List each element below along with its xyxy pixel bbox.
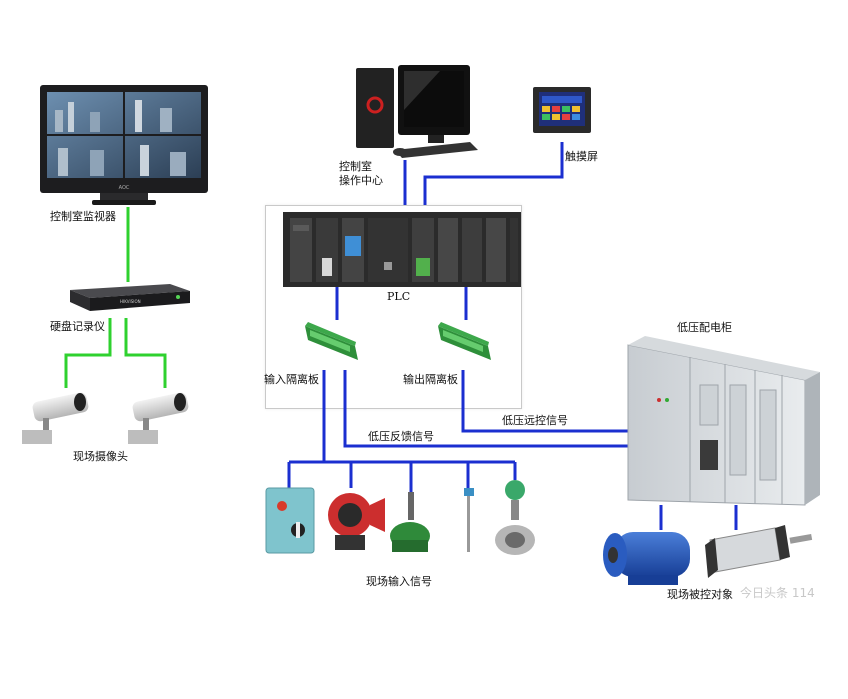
output-board-icon	[438, 322, 491, 360]
lv-cabinet-label: 低压配电柜	[677, 321, 732, 334]
temperature-sensor-icon	[464, 488, 474, 552]
plc-rack-icon	[283, 212, 521, 287]
field-controlled-label: 现场被控对象	[667, 588, 733, 601]
actuator-icon	[705, 525, 813, 578]
lv-cabinet-icon	[627, 336, 820, 506]
dvr-brand: HIKVISION	[120, 299, 141, 304]
dvr-label: 硬盘记录仪	[50, 320, 105, 333]
lv-remote-link	[461, 370, 630, 433]
field-input-label: 现场输入信号	[366, 575, 432, 588]
lv-feedback-label: 低压反馈信号	[368, 430, 434, 443]
input-board-icon	[305, 322, 358, 360]
touchscreen-icon	[533, 87, 591, 133]
camera-right-icon	[128, 392, 189, 444]
limit-switch-icon	[390, 492, 430, 552]
control-box-icon	[265, 487, 315, 554]
touchscreen-label: 触摸屏	[565, 150, 598, 163]
lv-feedback-link	[343, 370, 630, 448]
monitor-icon: AOC	[40, 85, 208, 205]
green-links	[64, 207, 167, 388]
touchscreen-plc-link	[423, 142, 564, 205]
blue-links	[287, 142, 738, 530]
monitor-brand: AOC	[119, 185, 130, 191]
pull-switch-icon	[328, 493, 385, 550]
dvr-camera-left-link	[64, 318, 112, 388]
camera-label: 现场摄像头	[73, 450, 128, 463]
lv-remote-label: 低压远控信号	[502, 414, 568, 427]
monitor-label: 控制室监视器	[50, 210, 116, 223]
workstation-icon	[356, 65, 478, 158]
dvr-icon: HIKVISION	[70, 284, 190, 311]
input-board-label: 输入隔离板	[264, 373, 319, 386]
watermark-text: 今日头条 114	[740, 586, 815, 600]
control-center-label: 控制室 操作中心	[339, 160, 383, 187]
camera-left-icon	[22, 392, 89, 444]
output-board-label: 输出隔离板	[403, 373, 458, 386]
plc-label: PLC	[387, 290, 411, 303]
dvr-camera-right-link	[124, 318, 167, 388]
motor-icon	[603, 532, 690, 585]
flow-meter-icon	[495, 480, 535, 555]
